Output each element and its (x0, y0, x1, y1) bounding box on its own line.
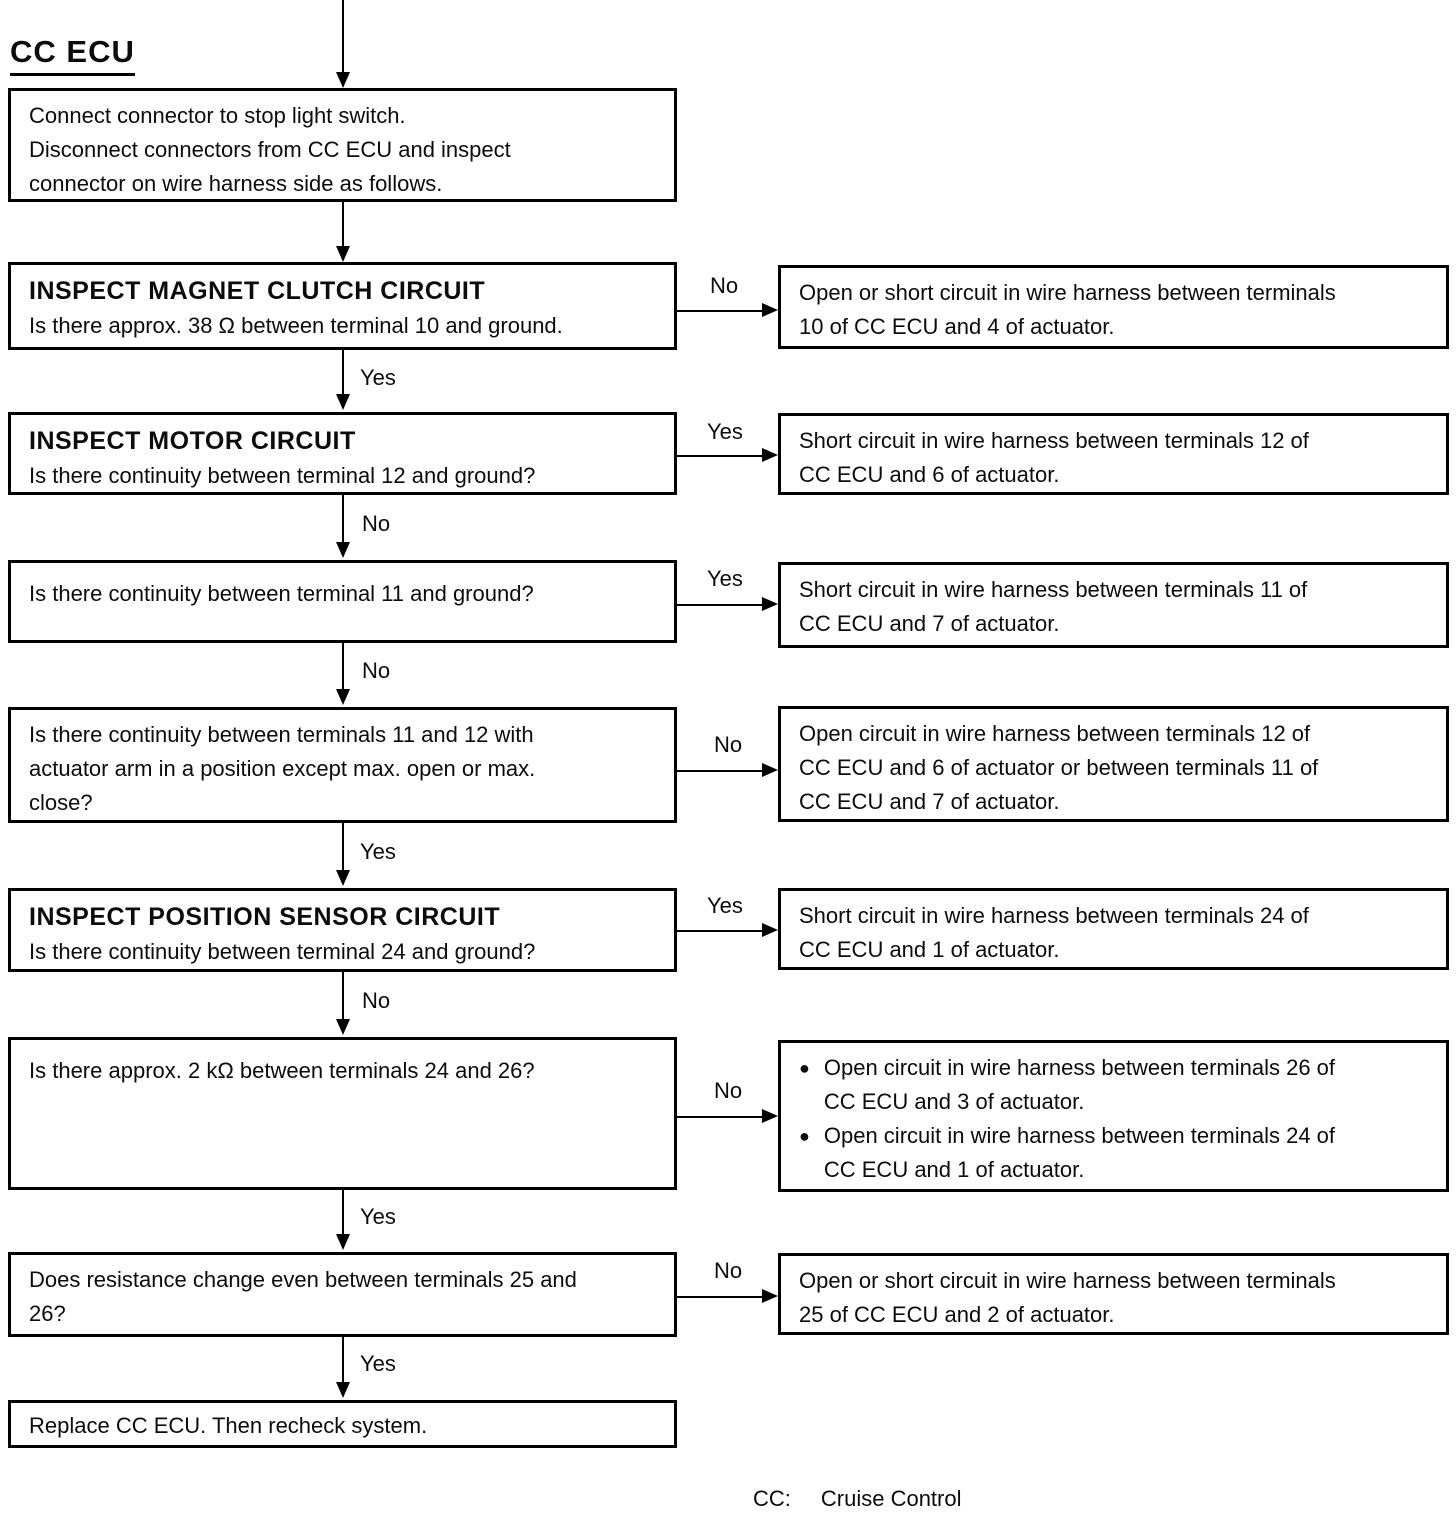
down-arrowhead-icon (336, 870, 350, 886)
right-arrowhead-icon (762, 923, 778, 937)
result-box: Open circuit in wire harness between ter… (778, 706, 1449, 822)
down-arrowhead-icon (336, 246, 350, 262)
step-question: Is there continuity between terminal 11 … (29, 581, 534, 606)
down-arrowhead-icon (336, 689, 350, 705)
down-label: Yes (356, 366, 400, 390)
result-text: Open circuit in wire harness between ter… (823, 1055, 1336, 1114)
branch-label: Yes (703, 420, 747, 444)
flow-line (342, 495, 344, 542)
step-heading: INSPECT MOTOR CIRCUIT (29, 427, 356, 455)
down-label: No (358, 989, 395, 1013)
down-label: Yes (356, 840, 400, 864)
result-text: Short circuit in wire harness between te… (799, 577, 1308, 636)
footnote-abbr: CC: (753, 1486, 791, 1511)
result-box: Short circuit in wire harness between te… (778, 562, 1449, 648)
flow-line (342, 823, 344, 870)
branch-label: No (706, 274, 743, 298)
branch-line (677, 770, 763, 772)
step-question: Is there approx. 38 Ω between terminal 1… (29, 313, 563, 338)
right-arrowhead-icon (762, 303, 778, 317)
final-text: Replace CC ECU. Then recheck system. (29, 1413, 428, 1438)
down-label: Yes (356, 1352, 400, 1376)
intro-box: Connect connector to stop light switch. … (8, 88, 677, 202)
bullet-icon: ● (799, 1126, 810, 1146)
branch-label: No (710, 1079, 747, 1103)
footnote-text: Cruise Control (820, 1486, 962, 1511)
step-question: Is there approx. 2 kΩ between terminals … (29, 1058, 535, 1083)
step-question: Is there continuity between terminal 24 … (29, 939, 536, 964)
step-magnet-clutch-box: INSPECT MAGNET CLUTCH CIRCUIT Is there a… (8, 262, 677, 350)
branch-label: No (710, 1259, 747, 1283)
result-text: Short circuit in wire harness between te… (799, 903, 1309, 962)
right-arrowhead-icon (762, 1289, 778, 1303)
branch-label: No (710, 733, 747, 757)
flow-line (342, 972, 344, 1019)
flow-line (342, 350, 344, 394)
branch-line (677, 1296, 763, 1298)
bullet-icon: ● (799, 1058, 810, 1078)
down-arrowhead-icon (336, 1234, 350, 1250)
flow-line (342, 643, 344, 689)
down-label: No (358, 659, 395, 683)
down-label: Yes (356, 1205, 400, 1229)
branch-line (677, 604, 763, 606)
result-box: Open or short circuit in wire harness be… (778, 265, 1449, 349)
result-box: Short circuit in wire harness between te… (778, 888, 1449, 970)
branch-line (677, 455, 763, 457)
right-arrowhead-icon (762, 448, 778, 462)
result-text: Open or short circuit in wire harness be… (799, 1268, 1336, 1327)
step-heading: INSPECT POSITION SENSOR CIRCUIT (29, 903, 501, 931)
down-arrowhead-icon (336, 394, 350, 410)
flow-line (342, 1190, 344, 1234)
step-question: Does resistance change even between term… (29, 1267, 577, 1326)
branch-label: Yes (703, 894, 747, 918)
down-arrowhead-icon (336, 72, 350, 88)
flow-line (342, 202, 344, 246)
flow-line (342, 1337, 344, 1382)
final-box: Replace CC ECU. Then recheck system. (8, 1400, 677, 1448)
branch-label: Yes (703, 567, 747, 591)
intro-text: Connect connector to stop light switch. … (29, 103, 511, 196)
branch-line (677, 1116, 763, 1118)
step-resistance-change-box: Does resistance change even between term… (8, 1252, 677, 1337)
entry-line (342, 0, 344, 72)
result-text: Short circuit in wire harness between te… (799, 428, 1309, 487)
step-terminal-11-box: Is there continuity between terminal 11 … (8, 560, 677, 643)
down-arrowhead-icon (336, 542, 350, 558)
step-question: Is there continuity between terminals 11… (29, 722, 536, 815)
step-heading: INSPECT MAGNET CLUTCH CIRCUIT (29, 277, 486, 305)
branch-line (677, 930, 763, 932)
branch-line (677, 310, 763, 312)
step-2kohm-box: Is there approx. 2 kΩ between terminals … (8, 1037, 677, 1190)
result-bullet-item: ● Open circuit in wire harness between t… (799, 1119, 1428, 1187)
step-terminals-11-12-box: Is there continuity between terminals 11… (8, 707, 677, 823)
result-bullet-list: ● Open circuit in wire harness between t… (799, 1051, 1428, 1187)
result-text: Open or short circuit in wire harness be… (799, 280, 1336, 339)
down-arrowhead-icon (336, 1382, 350, 1398)
down-arrowhead-icon (336, 1019, 350, 1035)
step-position-sensor-box: INSPECT POSITION SENSOR CIRCUIT Is there… (8, 888, 677, 972)
result-box: Open or short circuit in wire harness be… (778, 1253, 1449, 1335)
result-text: Open circuit in wire harness between ter… (799, 721, 1319, 814)
right-arrowhead-icon (762, 1109, 778, 1123)
right-arrowhead-icon (762, 763, 778, 777)
down-label: No (358, 512, 395, 536)
result-box: Short circuit in wire harness between te… (778, 413, 1449, 495)
result-bullet-item: ● Open circuit in wire harness between t… (799, 1051, 1428, 1119)
footnote: CC: Cruise Control (753, 1486, 962, 1512)
page-title: CC ECU (10, 34, 135, 76)
result-box: ● Open circuit in wire harness between t… (778, 1040, 1449, 1192)
result-text: Open circuit in wire harness between ter… (823, 1123, 1336, 1182)
right-arrowhead-icon (762, 597, 778, 611)
step-motor-circuit-box: INSPECT MOTOR CIRCUIT Is there continuit… (8, 412, 677, 495)
step-question: Is there continuity between terminal 12 … (29, 463, 536, 488)
